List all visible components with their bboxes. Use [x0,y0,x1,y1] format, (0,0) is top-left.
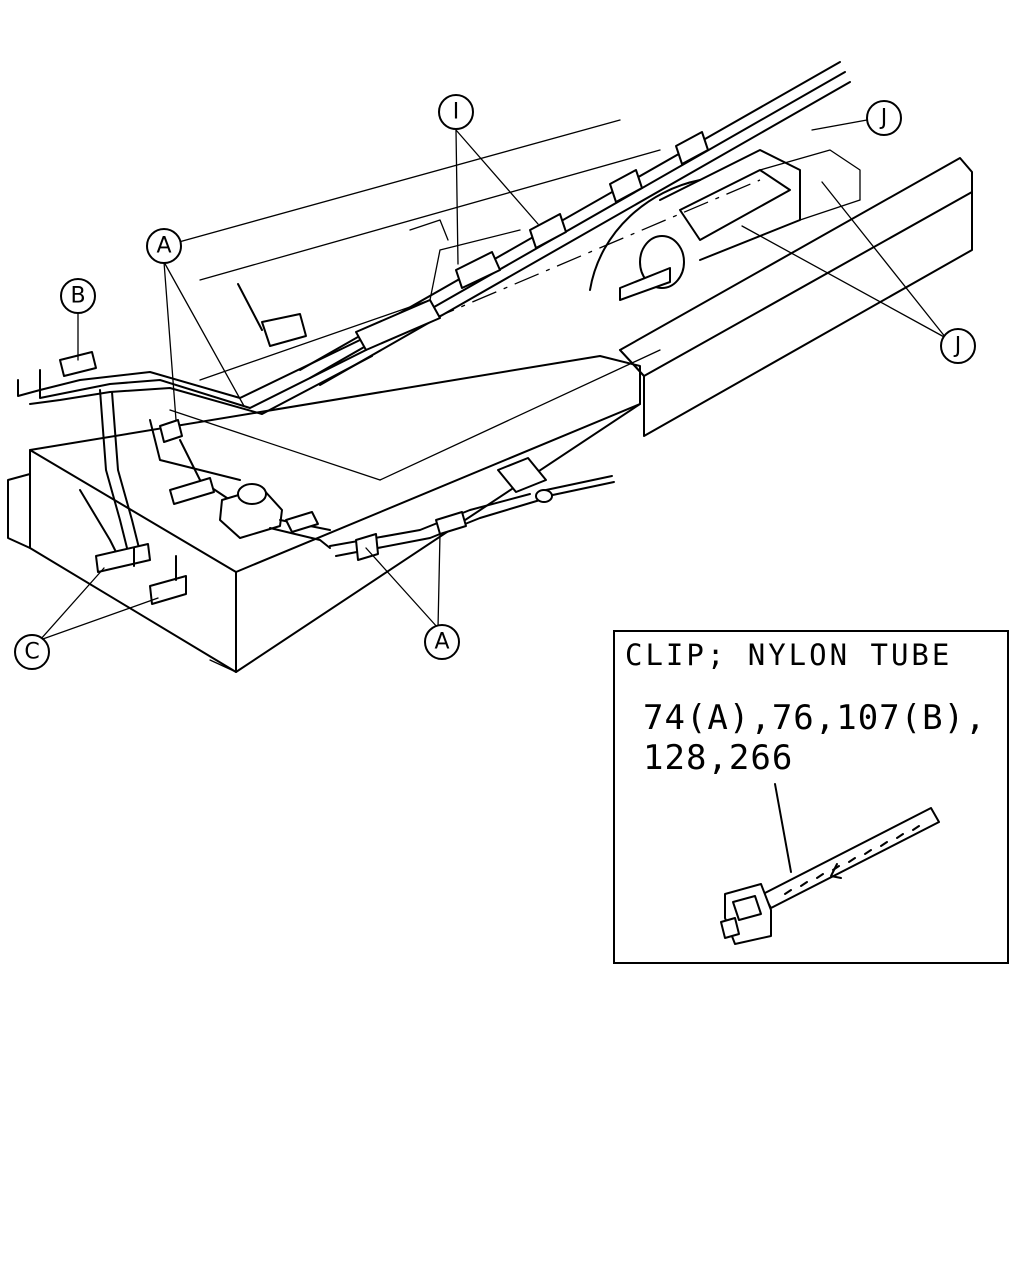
callout-a-upper-label: A [156,234,171,259]
callout-b: B [60,278,96,314]
brackets-c [95,543,187,605]
leader-lines [39,117,947,641]
callout-c-label: C [24,640,39,665]
callout-i-top: I [438,94,474,130]
nylon-cable-tie-clip-icon [720,783,940,945]
bracket-upper [237,283,307,347]
frame-rail-left [7,355,641,673]
background-frame-lines [149,119,761,481]
callout-a-lower: A [424,624,460,660]
callout-j-top-label: J [879,106,888,131]
callout-c: C [14,634,50,670]
frame-rail-right [619,157,973,437]
tube-bundle [17,339,373,561]
callout-a-upper: A [146,228,182,264]
callout-j-right: J [940,328,976,364]
valve-unit [169,477,331,549]
callout-j-right-label: J [953,334,962,359]
drum-housing [589,149,861,301]
callout-j-top: J [866,100,902,136]
callout-b-label: B [70,284,85,309]
legend-box: CLIP; NYLON TUBE 74(A),76,107(B), 128,26… [613,630,1009,964]
legend-parts-line-2: 128,266 [643,738,794,778]
brake-line-right [329,457,615,561]
legend-parts-line-1: 74(A),76,107(B), [643,698,987,738]
brake-tube-assembly [299,61,851,386]
callout-a-lower-label: A [434,630,449,655]
callout-i-top-label: I [453,100,460,125]
legend-title: CLIP; NYLON TUBE [625,638,953,672]
